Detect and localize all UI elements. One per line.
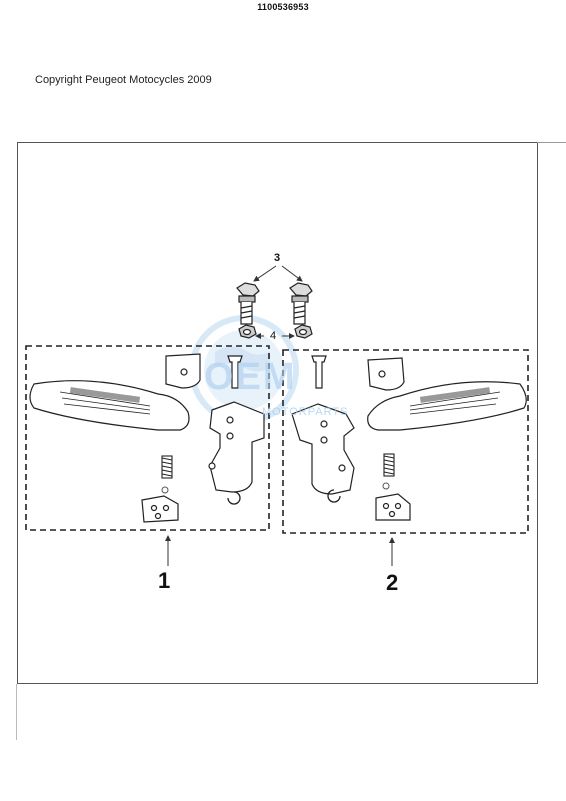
pin-right bbox=[311, 355, 327, 389]
ball-left bbox=[161, 486, 169, 494]
clip-right bbox=[327, 489, 341, 503]
kit-left-box bbox=[25, 345, 270, 531]
nut-right bbox=[294, 324, 313, 339]
diagram-frame bbox=[17, 142, 538, 684]
watermark-text: OEM bbox=[204, 356, 297, 398]
bolt-right bbox=[289, 282, 313, 325]
footrest-right bbox=[367, 381, 527, 431]
spring-right bbox=[383, 453, 395, 477]
pin-left bbox=[227, 355, 243, 389]
ball-right bbox=[382, 482, 390, 490]
callout-4: 4 bbox=[270, 330, 277, 342]
part-code: 1100536953 bbox=[257, 2, 309, 12]
nut-left bbox=[238, 324, 257, 339]
bracket-plate-left bbox=[165, 353, 201, 389]
kit-label-1: 1 bbox=[158, 568, 171, 593]
copyright-text: Copyright Peugeot Motocycles 2009 bbox=[35, 74, 212, 86]
bracket-plate-right bbox=[367, 357, 405, 391]
frame-extension-line bbox=[537, 142, 566, 143]
frame-lower-edge bbox=[16, 684, 17, 740]
callout-3: 3 bbox=[274, 252, 281, 264]
clip-left bbox=[227, 491, 241, 505]
hinge-bracket-left bbox=[208, 401, 265, 493]
kit-right-box bbox=[282, 349, 529, 534]
kit-label-2: 2 bbox=[386, 570, 399, 595]
spring-left bbox=[161, 455, 173, 479]
hinge-bracket-right bbox=[291, 403, 355, 495]
plate-left bbox=[141, 495, 179, 523]
bolt-left bbox=[236, 282, 260, 325]
watermark-subtext: MOTORPARTS bbox=[262, 406, 349, 418]
plate-right bbox=[375, 493, 411, 521]
footrest-left bbox=[29, 380, 190, 431]
